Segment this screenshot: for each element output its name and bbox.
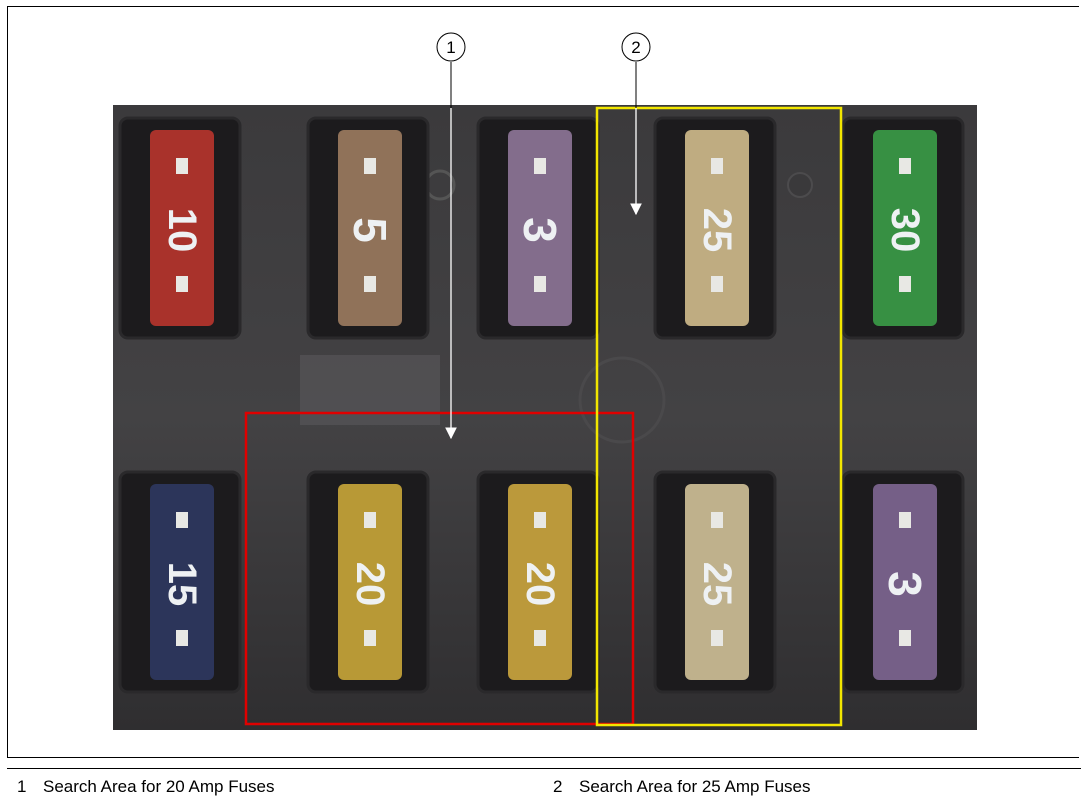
fuse-amperage-label: 3 <box>879 571 931 597</box>
fuse: 5 <box>306 116 430 340</box>
legend-divider <box>7 768 1081 769</box>
fuse-body <box>338 130 402 326</box>
fuse: 25 <box>653 116 777 340</box>
search-area-20-amp-box <box>244 411 635 726</box>
fuse-terminal <box>899 512 911 528</box>
fuse-body <box>508 484 572 680</box>
fuse-body <box>150 484 214 680</box>
fuse-amperage-label: 20 <box>518 562 562 607</box>
fuse-terminal <box>176 158 188 174</box>
fuse-terminal <box>711 158 723 174</box>
fuse-terminal <box>899 630 911 646</box>
fuse-amperage-label: 25 <box>695 562 739 607</box>
callout-2: 2 <box>621 32 651 62</box>
fuse-terminal <box>364 630 376 646</box>
fuse-terminal <box>534 276 546 292</box>
fuse-terminal <box>534 512 546 528</box>
fuse-amperage-label: 5 <box>344 217 396 243</box>
fuse-body <box>150 130 214 326</box>
fuse-body <box>873 484 937 680</box>
fuse-amperage-label: 10 <box>160 208 204 253</box>
fuse-amperage-label: 15 <box>160 562 204 607</box>
legend-item-1: 1 Search Area for 20 Amp Fuses <box>17 777 275 797</box>
panel-recess <box>578 356 666 444</box>
legend-item-2-text: Search Area for 25 Amp Fuses <box>579 777 811 796</box>
fuse-terminal <box>176 630 188 646</box>
fuse: 10 <box>118 116 242 340</box>
callout-1-circle <box>436 32 466 62</box>
panel-mounting-hole <box>787 172 813 198</box>
fuse-group: 10 5 3 25 30 15 20 20 25 3 <box>118 116 965 694</box>
fuse: 15 <box>118 470 242 694</box>
fuse: 20 <box>306 470 430 694</box>
fuse-terminal <box>364 276 376 292</box>
fuse-terminal <box>899 276 911 292</box>
fuse-amperage-label: 25 <box>695 208 739 253</box>
fuse-box-photo: 10 5 3 25 30 15 20 20 25 3 1 2 <box>113 32 977 730</box>
fuse-terminal <box>899 158 911 174</box>
fuse-body <box>873 130 937 326</box>
fuse: 3 <box>841 470 965 694</box>
fuse-terminal <box>364 158 376 174</box>
callout-1-number: 1 <box>446 38 455 57</box>
fuse-body <box>685 130 749 326</box>
fuse-terminal <box>176 512 188 528</box>
fuse-terminal <box>711 512 723 528</box>
fuse-amperage-label: 3 <box>514 217 566 243</box>
fuse-body <box>685 484 749 680</box>
legend-item-1-text: Search Area for 20 Amp Fuses <box>43 777 275 796</box>
fuse-terminal <box>534 630 546 646</box>
callout-2-number: 2 <box>631 38 640 57</box>
fuse-terminal <box>176 276 188 292</box>
fuse-amperage-label: 30 <box>883 208 927 253</box>
callout-1: 1 <box>436 32 466 62</box>
fuse: 20 <box>476 470 600 694</box>
fuse: 3 <box>476 116 600 340</box>
fuse-body <box>508 130 572 326</box>
search-area-25-amp-box <box>595 106 843 727</box>
fuse-terminal <box>711 276 723 292</box>
fuse: 30 <box>841 116 965 340</box>
legend-item-2-number: 2 <box>553 777 563 796</box>
fuse-terminal <box>364 512 376 528</box>
fuse-amperage-label: 20 <box>348 562 392 607</box>
legend-item-2: 2 Search Area for 25 Amp Fuses <box>553 777 811 797</box>
fuse-terminal <box>711 630 723 646</box>
legend-item-1-number: 1 <box>17 777 27 796</box>
fuse-body <box>338 484 402 680</box>
fuse-terminal <box>534 158 546 174</box>
fuse: 25 <box>653 470 777 694</box>
reflection-highlight <box>300 355 440 425</box>
callout-2-circle <box>621 32 651 62</box>
